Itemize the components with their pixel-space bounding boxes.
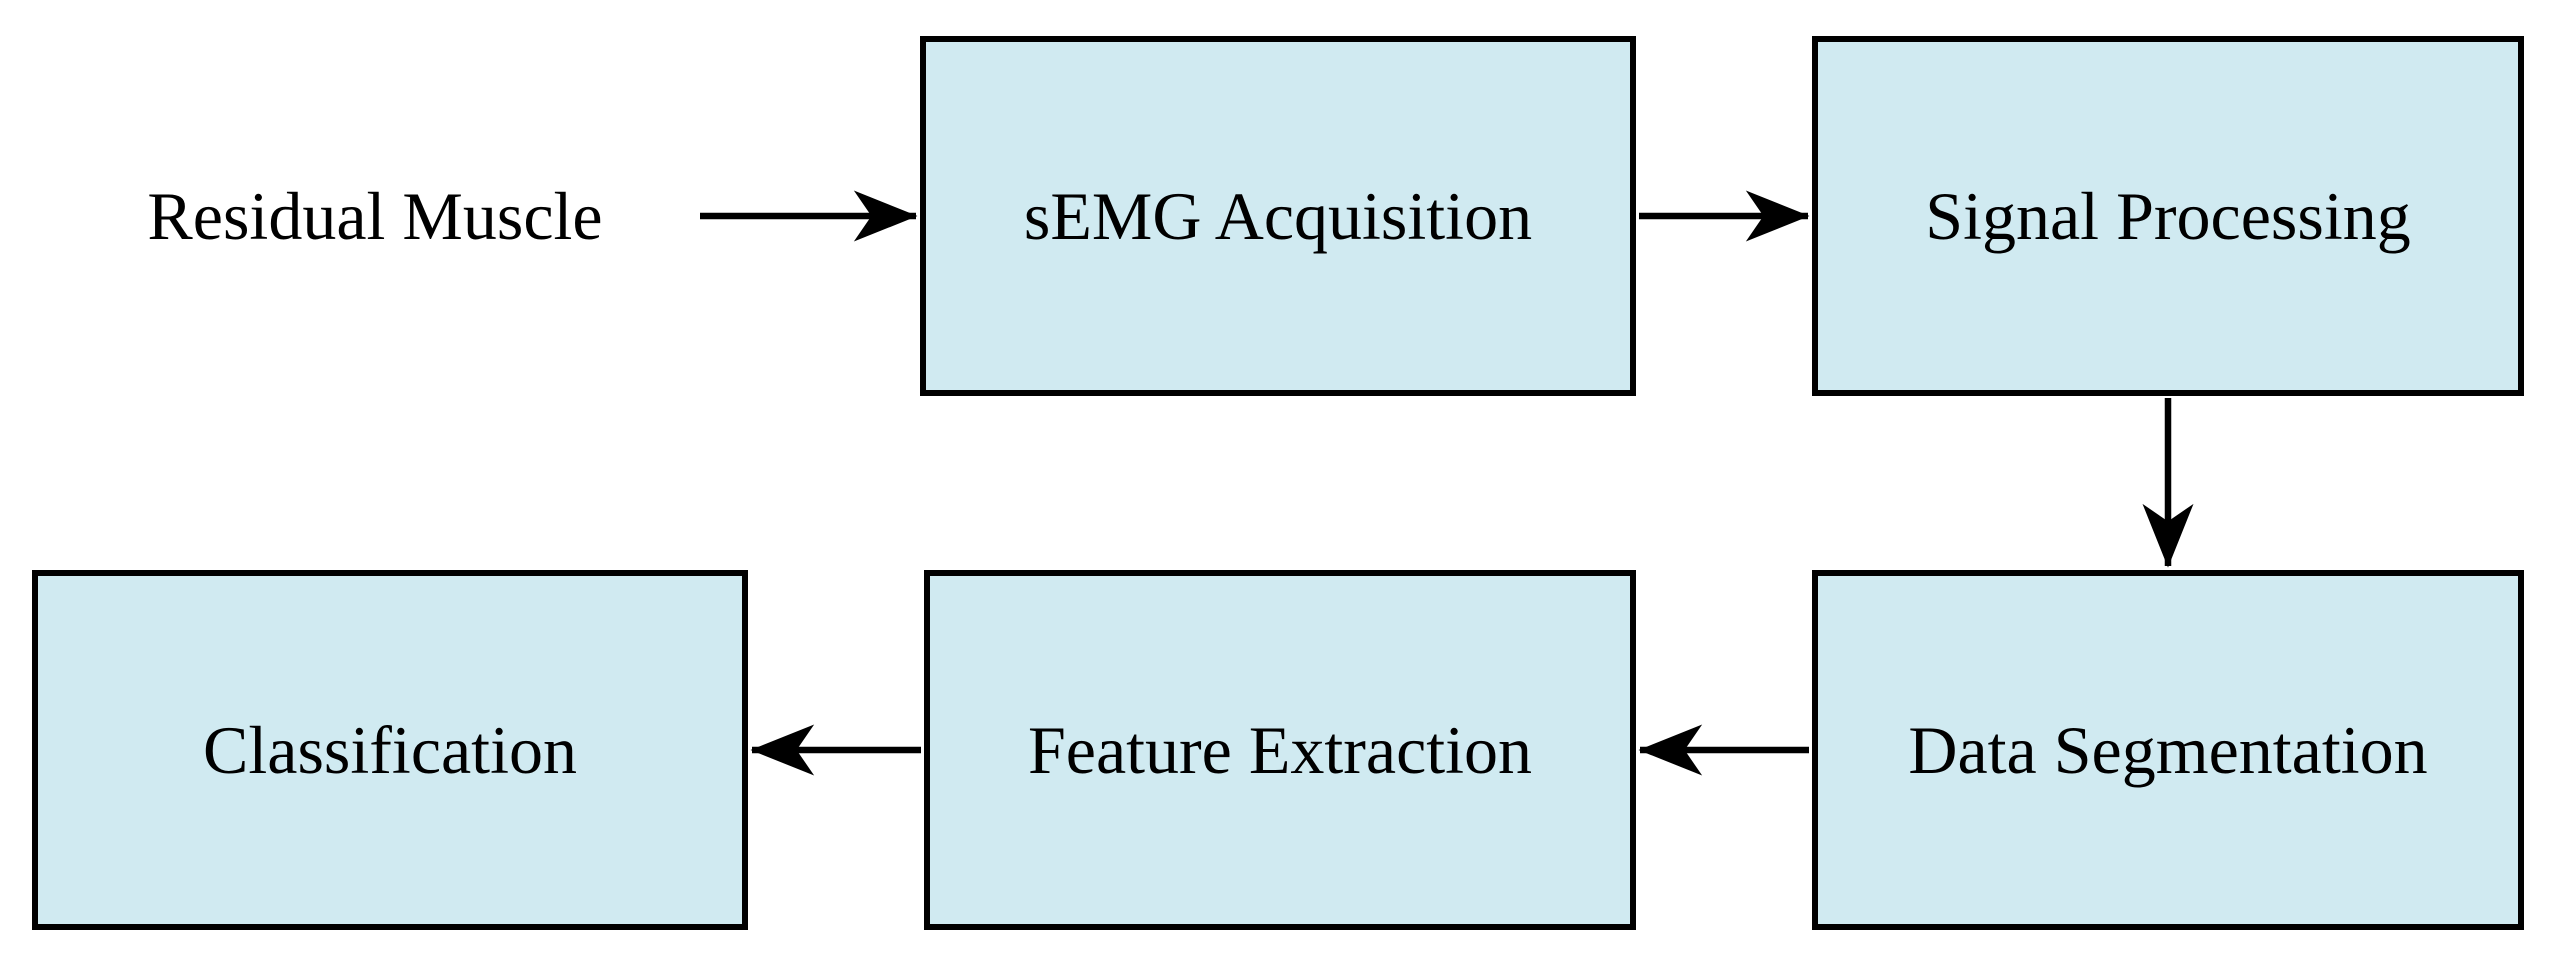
node-label: Signal Processing [1925,177,2411,254]
node-semg-acquisition: sEMG Acquisition [920,36,1636,396]
node-data-segmentation: Data Segmentation [1812,570,2524,930]
node-signal-processing: Signal Processing [1812,36,2524,396]
node-label: Residual Muscle [147,177,603,254]
node-classification: Classification [32,570,748,930]
node-label: Feature Extraction [1027,711,1533,788]
node-residual-muscle: Residual Muscle [80,156,670,276]
node-label: Data Segmentation [1908,711,2428,788]
node-feature-extraction: Feature Extraction [924,570,1636,930]
node-label: sEMG Acquisition [1023,177,1533,254]
node-label: Classification [203,711,577,788]
